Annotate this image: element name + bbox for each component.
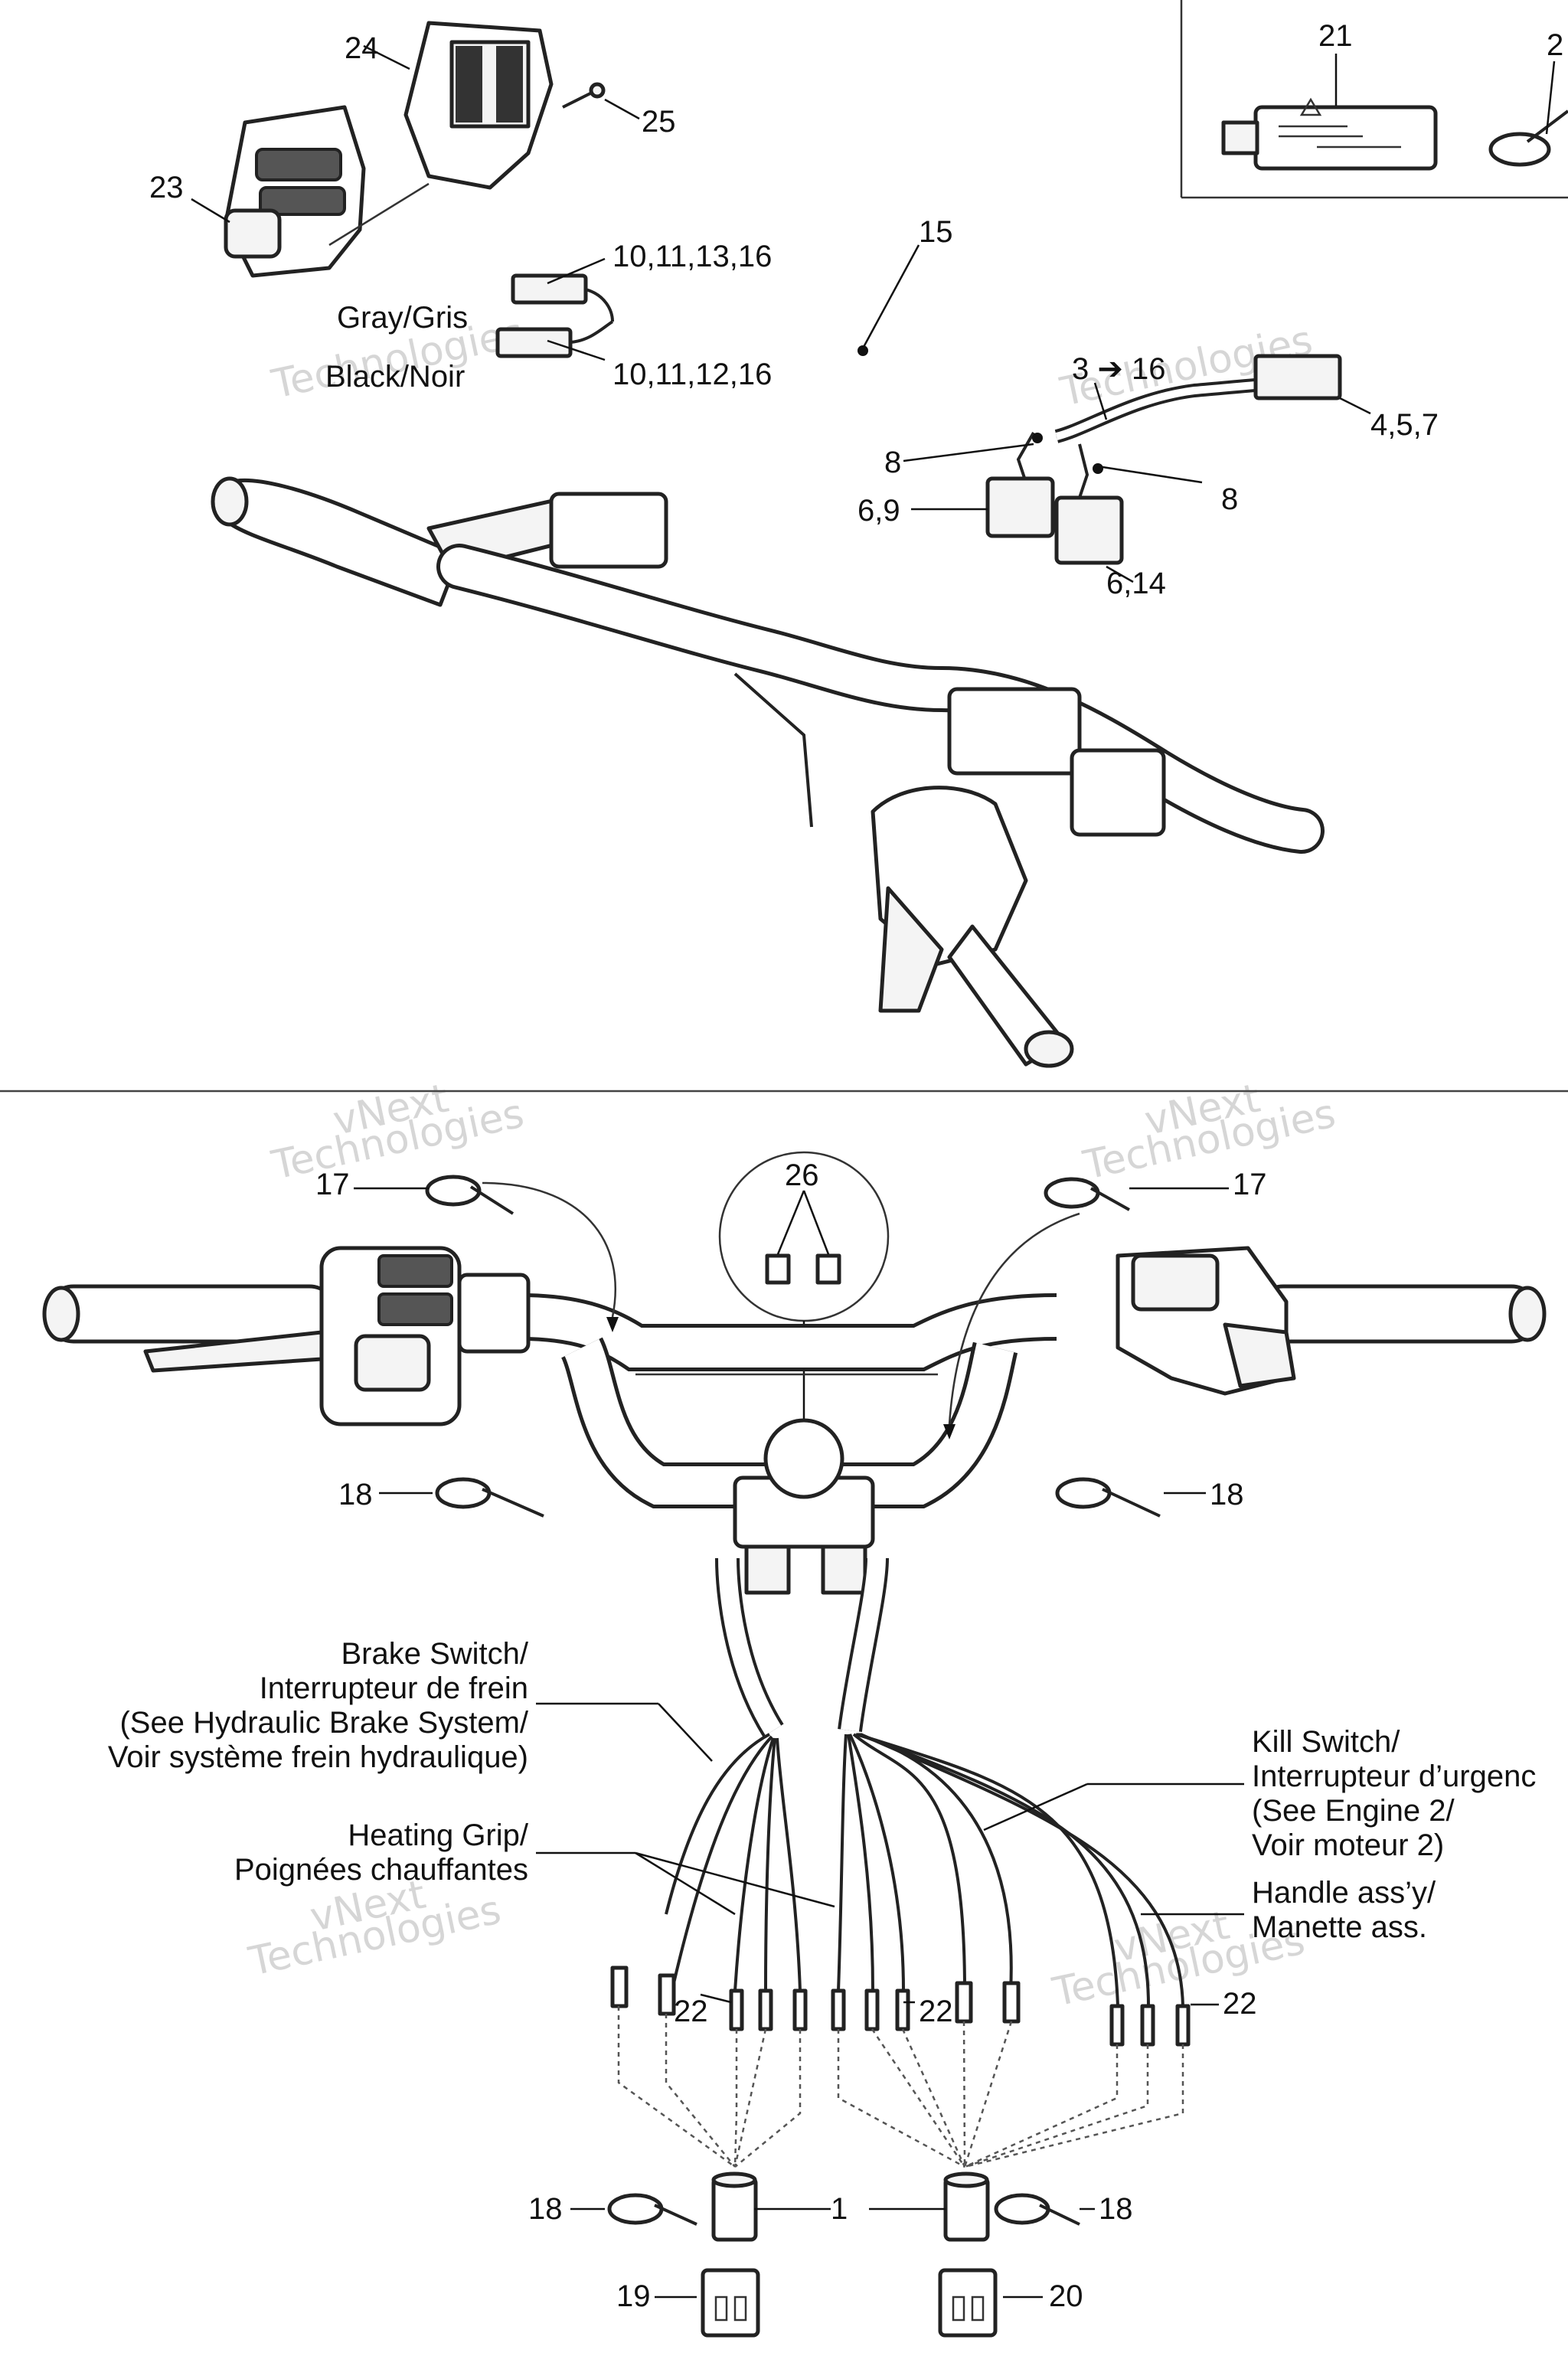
callout-22-center: 22 xyxy=(919,1995,953,2028)
wire-label-gray: Gray/Gris xyxy=(337,301,468,335)
connector-right-icon xyxy=(1253,354,1342,400)
handlebar-perspective xyxy=(211,476,1325,1068)
switch-housing-assembly xyxy=(224,21,606,278)
note-brake-line-4: Voir système frein hydraulique) xyxy=(108,1740,528,1774)
detail-circle xyxy=(718,1151,890,1478)
callout-18-upper-left: 18 xyxy=(338,1478,373,1511)
cable-tie-icon xyxy=(1488,109,1568,167)
cable-tie-17-right-icon xyxy=(1044,1177,1130,1211)
callout-24: 24 xyxy=(345,31,379,65)
note-handle-line-2: Manette ass. xyxy=(1252,1910,1427,1944)
cable-tie-18-right-icon xyxy=(1055,1477,1161,1518)
wiring-harness xyxy=(495,273,1342,565)
callout-26: 26 xyxy=(785,1158,819,1192)
plug-6-14-icon xyxy=(1054,495,1124,565)
connector-black-icon xyxy=(495,327,573,358)
callout-6-14: 6,14 xyxy=(1106,567,1166,600)
note-brake-line-1: Brake Switch/ xyxy=(341,1637,528,1671)
callout-17-right: 17 xyxy=(1233,1168,1267,1201)
note-kill-line-3: (See Engine 2/ xyxy=(1252,1794,1455,1828)
callout-17-left: 17 xyxy=(315,1168,350,1201)
note-brake-line-3: (See Hydraulic Brake System/ xyxy=(119,1706,528,1740)
note-handle-line-1: Handle ass’y/ xyxy=(1252,1876,1436,1910)
callout-25: 25 xyxy=(642,105,676,139)
callout-22-left: 22 xyxy=(674,1995,708,2028)
callout-8-right: 8 xyxy=(1221,482,1238,516)
housing-19-icon xyxy=(701,2268,760,2338)
connector-gray-icon xyxy=(511,273,588,305)
callout-6-9: 6,9 xyxy=(858,494,900,528)
callout-23: 23 xyxy=(149,171,184,204)
note-kill-line-1: Kill Switch/ xyxy=(1252,1725,1400,1759)
callout-20: 20 xyxy=(1049,2279,1083,2313)
callout-22-right: 22 xyxy=(1223,1987,1257,2021)
handlebar-front xyxy=(42,1246,1547,1595)
wire-label-black: Black/Noir xyxy=(325,360,465,394)
note-heating-line-2: Poignées chauffantes xyxy=(234,1853,528,1887)
note-kill-line-2: Interrupteur d’urgenc xyxy=(1252,1760,1536,1793)
callout-1: 1 xyxy=(831,2192,848,2226)
callout-15: 15 xyxy=(919,215,953,249)
callout-21: 21 xyxy=(1318,19,1353,53)
note-heating-line-1: Heating Grip/ xyxy=(348,1818,529,1852)
callout-18-lower-right: 18 xyxy=(1099,2192,1133,2226)
callout-2: 2 xyxy=(1547,28,1563,62)
inset-box: 21 2 xyxy=(1180,0,1568,199)
note-kill-line-4: Voir moteur 2) xyxy=(1252,1828,1444,1862)
callout-19: 19 xyxy=(616,2279,651,2313)
callout-4-5-7: 4,5,7 xyxy=(1370,408,1439,442)
cable-tie-17-left-icon xyxy=(425,1175,514,1215)
sealant-tube-icon xyxy=(1221,97,1438,171)
callout-18-lower-left: 18 xyxy=(528,2192,563,2226)
plug-6-9-icon xyxy=(985,476,1055,538)
callout-10-11-13-16: 10,11,13,16 xyxy=(612,240,772,273)
cable-tie-18-left-icon xyxy=(435,1477,544,1518)
clip-icon xyxy=(765,1253,791,1285)
lower-harness xyxy=(610,1557,1191,2168)
callout-3-16: 3 ➔ 16 xyxy=(1072,352,1165,386)
clip-icon xyxy=(815,1253,841,1285)
callout-8-left: 8 xyxy=(884,446,901,479)
note-brake-line-2: Interrupteur de frein xyxy=(260,1671,528,1705)
callout-18-upper-right: 18 xyxy=(1210,1478,1244,1511)
housing-20-icon xyxy=(938,2268,998,2338)
callout-10-11-12-16: 10,11,12,16 xyxy=(612,358,772,391)
